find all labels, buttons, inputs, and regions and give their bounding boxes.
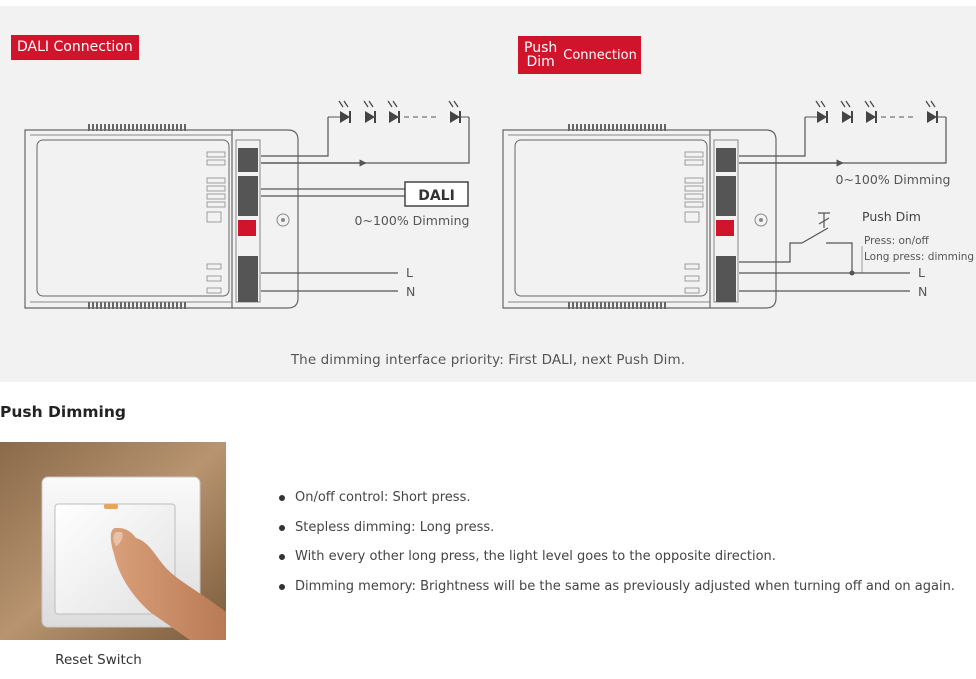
push-switch: Push Dim Press: on/off Long press: dimmi… (739, 209, 974, 276)
push-dim-connection-badge: Push Dim Connection (518, 36, 641, 74)
section-title: Push Dimming (0, 403, 126, 421)
reset-switch-photo (0, 442, 226, 640)
dali-bus-wires: DALI 0~100% Dimming (261, 181, 470, 228)
feature-item-memory: Dimming memory: Brightness will be the s… (279, 579, 976, 609)
long-press-note: Long press: dimming (864, 251, 974, 263)
push-mains-wires: L N (739, 265, 927, 299)
dali-driver (24, 124, 299, 309)
priority-note: The dimming interface priority: First DA… (290, 352, 686, 368)
push-badge-right: Connection (563, 47, 637, 63)
press-note: Press: on/off (864, 235, 930, 247)
dali-live-label: L (406, 265, 413, 280)
wiring-diagram: DALI 0~100% Dimming L N (24, 100, 974, 309)
wiring-panel: DALI 0~100% Dimming L N (0, 6, 976, 382)
dali-led-string (261, 100, 470, 167)
push-neutral-label: N (918, 284, 927, 299)
dali-connection-badge: DALI Connection (11, 35, 139, 60)
dali-mains-wires: L N (261, 265, 415, 299)
dali-dimming-label: 0~100% Dimming (355, 213, 470, 228)
push-driver (502, 124, 777, 309)
feature-list: On/off control: Short press. Stepless di… (279, 490, 976, 608)
push-dim-label: Push Dim (862, 209, 921, 224)
feature-item-stepless: Stepless dimming: Long press. (279, 520, 976, 550)
push-badge-bottom: Dim (526, 54, 555, 70)
push-dimming-label: 0~100% Dimming (836, 172, 951, 187)
dali-neutral-label: N (406, 284, 415, 299)
dali-box-label: DALI (418, 188, 455, 204)
feature-item-direction: With every other long press, the light l… (279, 549, 976, 579)
push-badge-top: Push (524, 40, 558, 56)
push-live-label: L (918, 265, 925, 280)
push-dim-badge-stack: Push Dim (524, 41, 557, 69)
switch-caption: Reset Switch (55, 652, 142, 668)
push-led-string: 0~100% Dimming (739, 100, 951, 187)
feature-item-on-off: On/off control: Short press. (279, 490, 976, 520)
